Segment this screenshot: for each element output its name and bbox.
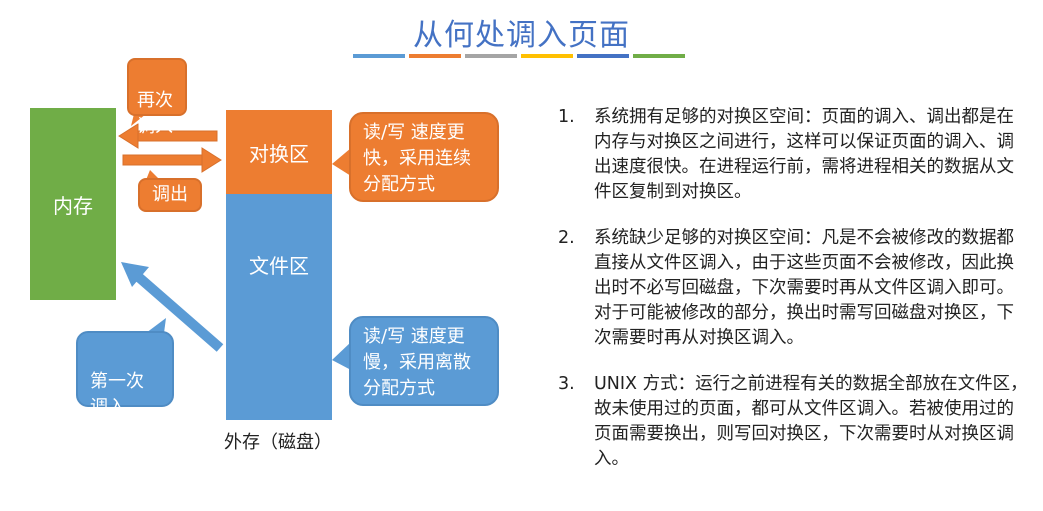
list-item-number: 2.: [558, 228, 575, 248]
file-area-label: 文件区: [249, 254, 309, 278]
list-item-text: 系统缺少足够的对换区空间：凡是不会被修改的数据都直接从文件区调入，由于这些页面不…: [594, 228, 1014, 348]
memory-box: 内存: [30, 108, 116, 300]
swap-area-box: 对换区: [226, 110, 332, 194]
color-bar: [353, 54, 685, 58]
swap-note-text: 读/写 速度更快，采用连续分配方式: [363, 122, 471, 195]
file-note-callout: 读/写 速度更慢，采用离散分配方式: [349, 316, 499, 406]
first-load-callout-text: 第一次 调入: [90, 371, 144, 418]
recall-callout-pointer: [131, 114, 146, 126]
list-item: 1. 系统拥有足够的对换区空间：页面的调入、调出都是在内存与对换区之间进行，这样…: [558, 105, 1028, 205]
color-bar-segment: [465, 54, 517, 58]
first-load-callout: 第一次 调入: [76, 331, 174, 418]
swap-note-callout: 读/写 速度更快，采用连续分配方式: [349, 112, 499, 202]
swap-area-label: 对换区: [249, 141, 309, 166]
first-load-arrow: [121, 262, 224, 352]
list-item-number: 1.: [558, 107, 575, 127]
color-bar-segment: [409, 54, 461, 58]
color-bar-segment: [633, 54, 685, 58]
recall-arrow: [118, 123, 218, 149]
file-area-box: 文件区: [226, 194, 332, 420]
color-bar-segment: [353, 54, 405, 58]
external-storage-label: 外存（磁盘）: [224, 432, 332, 453]
color-bar-segment: [521, 54, 573, 58]
list-item-number: 3.: [558, 374, 575, 394]
list-item-text: 系统拥有足够的对换区空间：页面的调入、调出都是在内存与对换区之间进行，这样可以保…: [594, 107, 1014, 202]
first-callout-pointer: [146, 318, 166, 333]
memory-label: 内存: [53, 193, 93, 218]
recall-callout-text: 再次 调入: [137, 90, 173, 137]
swap-note-pointer: [332, 148, 351, 176]
out-callout: 调出: [138, 178, 202, 212]
out-callout-pointer: [146, 170, 160, 180]
list-item: 2. 系统缺少足够的对换区空间：凡是不会被修改的数据都直接从文件区调入，由于这些…: [558, 226, 1028, 351]
file-note-pointer: [332, 342, 351, 370]
out-callout-text: 调出: [152, 184, 188, 205]
page-title: 从何处调入页面: [413, 18, 630, 53]
list-item-text: UNIX 方式：运行之前进程有关的数据全部放在文件区，故未使用过的页面，都可从文…: [594, 374, 1028, 469]
color-bar-segment: [577, 54, 629, 58]
recall-callout: 再次 调入: [127, 58, 187, 137]
out-arrow: [122, 147, 222, 173]
list-item: 3. UNIX 方式：运行之前进程有关的数据全部放在文件区，故未使用过的页面，都…: [558, 372, 1028, 472]
file-note-text: 读/写 速度更慢，采用离散分配方式: [363, 326, 471, 399]
strategy-list: 1. 系统拥有足够的对换区空间：页面的调入、调出都是在内存与对换区之间进行，这样…: [558, 105, 1028, 493]
